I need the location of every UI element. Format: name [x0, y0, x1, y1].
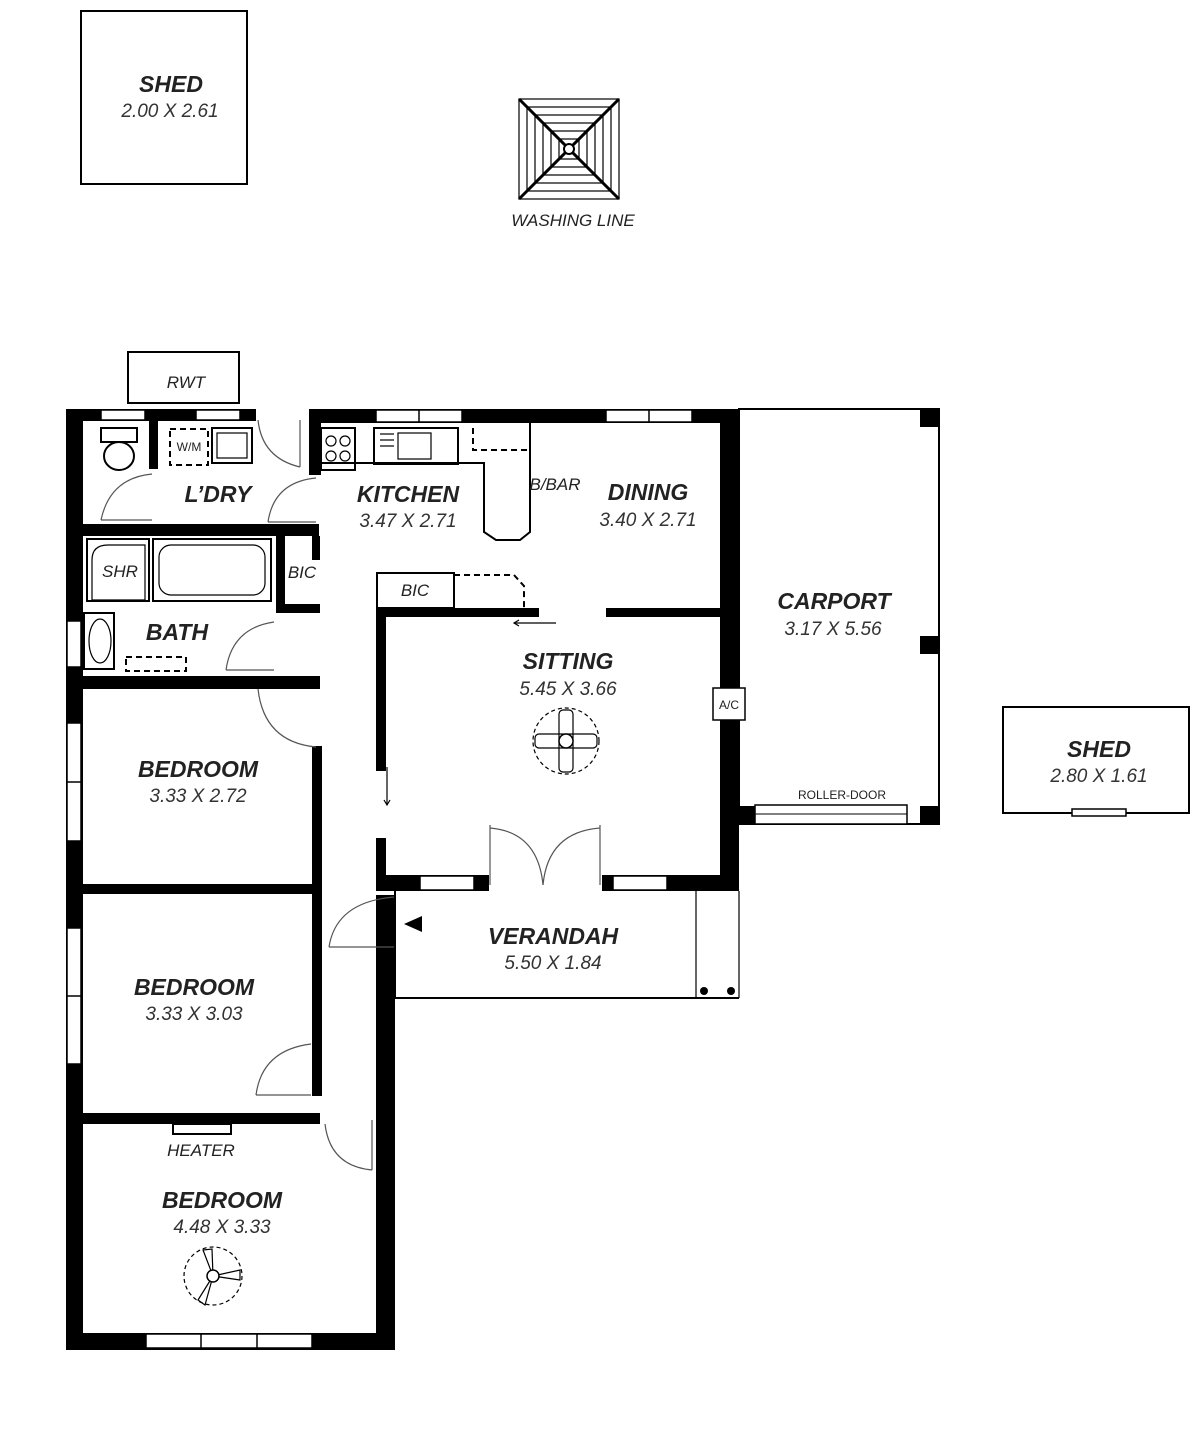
carport: ROLLER-DOOR A/C: [712, 408, 940, 825]
interior-walls: [83, 420, 721, 1124]
dining-label: DINING: [608, 479, 689, 505]
carport-label: CARPORT: [777, 588, 892, 614]
door-swings: [100, 419, 601, 1171]
bedroom3-label: BEDROOM: [162, 1187, 283, 1213]
ceiling-fan-icon: [532, 707, 600, 775]
wm-label: W/M: [177, 440, 202, 454]
shed-east-label: SHED: [1067, 736, 1131, 762]
ac-label: A/C: [719, 698, 739, 712]
bedroom3-size: 4.48 X 3.33: [173, 1217, 271, 1238]
sitting-bic-label: BIC: [401, 581, 430, 600]
sitting-size: 5.45 X 3.66: [519, 679, 617, 700]
shed-north: SHED 2.00 X 2.61: [80, 10, 248, 185]
bedroom1-label: BEDROOM: [138, 756, 259, 782]
bath-label: BATH: [146, 619, 209, 645]
washing-line-icon: [517, 97, 621, 201]
heater-label: HEATER: [167, 1141, 235, 1160]
shed-north-size: 2.00 X 2.61: [120, 101, 218, 122]
basin-icon: [83, 612, 115, 670]
rainwater-tank: RWT: [127, 351, 240, 404]
roller-door-label: ROLLER-DOOR: [798, 788, 886, 802]
shed-east-size: 2.80 X 1.61: [1049, 766, 1147, 787]
breakfast-bar-label: B/BAR: [529, 475, 580, 494]
shed-north-label: SHED: [139, 71, 203, 97]
bath-bic-label: BIC: [288, 563, 317, 582]
rwt-label: RWT: [167, 373, 207, 392]
toilet-icon: [100, 427, 138, 471]
shower-label: SHR: [102, 562, 138, 581]
entry-arrow-icon: [404, 916, 422, 932]
fixtures: W/M: [83, 423, 600, 1306]
verandah-label: VERANDAH: [488, 923, 619, 949]
laundry-trough-icon: [211, 427, 253, 464]
kitchen-sink-icon: [373, 427, 459, 465]
washing-machine-icon: W/M: [169, 428, 209, 466]
sitting-label: SITTING: [523, 648, 614, 674]
washing-line-label: WASHING LINE: [511, 211, 635, 230]
verandah: [394, 891, 740, 999]
dining-size: 3.40 X 2.71: [599, 510, 696, 531]
bedroom1-size: 3.33 X 2.72: [149, 786, 247, 807]
bedroom2-label: BEDROOM: [134, 974, 255, 1000]
kitchen-size: 3.47 X 2.71: [359, 511, 456, 532]
ceiling-fan-icon: [183, 1246, 243, 1306]
laundry-label: L’DRY: [185, 481, 255, 507]
bathtub-icon: [152, 538, 272, 602]
kitchen-label: KITCHEN: [357, 481, 460, 507]
room-labels: L’DRY KITCHEN 3.47 X 2.71 B/BAR DINING 3…: [102, 475, 893, 1238]
cooktop-icon: [320, 427, 356, 471]
shed-east: SHED 2.80 X 1.61: [1002, 706, 1190, 817]
shower-icon: [86, 538, 150, 602]
windows: [66, 409, 693, 1349]
bedroom2-size: 3.33 X 3.03: [145, 1004, 243, 1025]
verandah-size: 5.50 X 1.84: [504, 953, 601, 974]
carport-size: 3.17 X 5.56: [784, 619, 882, 640]
